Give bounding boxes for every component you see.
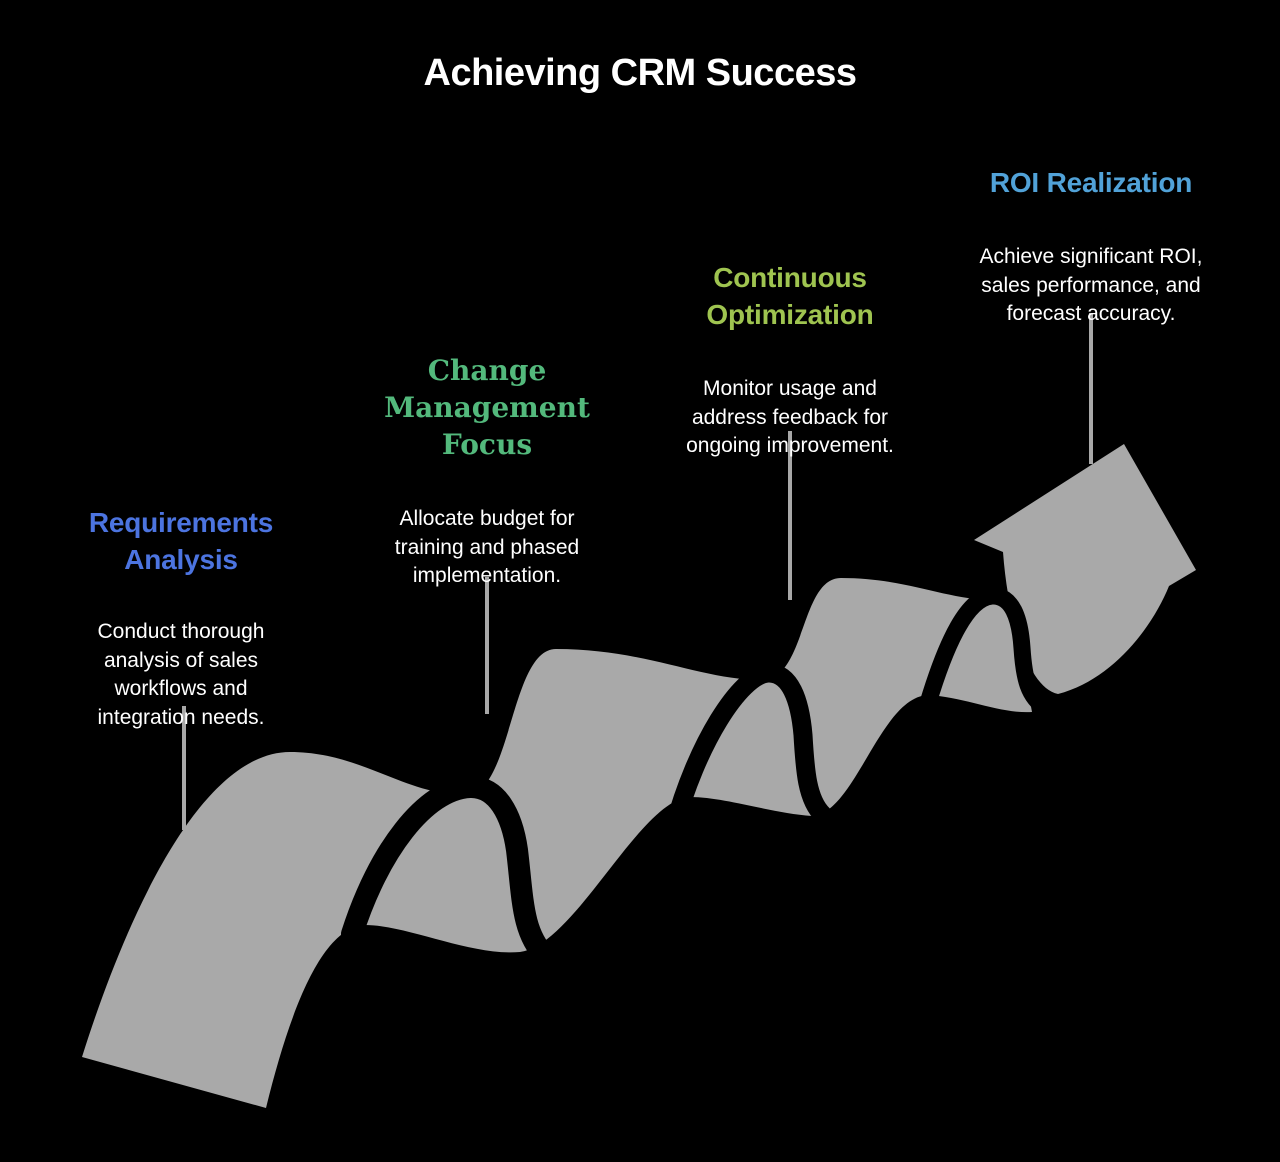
- fold-arc-3: [919, 587, 1055, 717]
- stage-heading: Change Management Focus: [384, 354, 590, 461]
- stage-change-management-focus: Change Management Focus Allocate budget …: [337, 334, 637, 609]
- stage-roi-realization: ROI Realization Achieve significant ROI,…: [926, 146, 1256, 347]
- stage-description: Allocate budget for training and phased …: [394, 507, 580, 587]
- stage-requirements-analysis: Requirements Analysis Conduct thorough a…: [41, 486, 321, 750]
- stage-heading: Continuous Optimization: [706, 262, 874, 330]
- stage-description: Conduct thorough analysis of sales workf…: [97, 620, 265, 729]
- stage-description: Achieve significant ROI, sales performan…: [979, 245, 1203, 325]
- ribbon-arrowhead: [974, 444, 1196, 694]
- stage-heading: Requirements Analysis: [88, 507, 274, 575]
- fold-arc-2: [664, 663, 833, 838]
- page-title: Achieving CRM Success: [423, 52, 857, 94]
- stage-description: Monitor usage and address feedback for o…: [686, 377, 894, 457]
- fold-arc-1: [341, 776, 556, 967]
- stage-heading: ROI Realization: [989, 167, 1193, 198]
- stage-continuous-optimization: Continuous Optimization Monitor usage an…: [630, 241, 950, 479]
